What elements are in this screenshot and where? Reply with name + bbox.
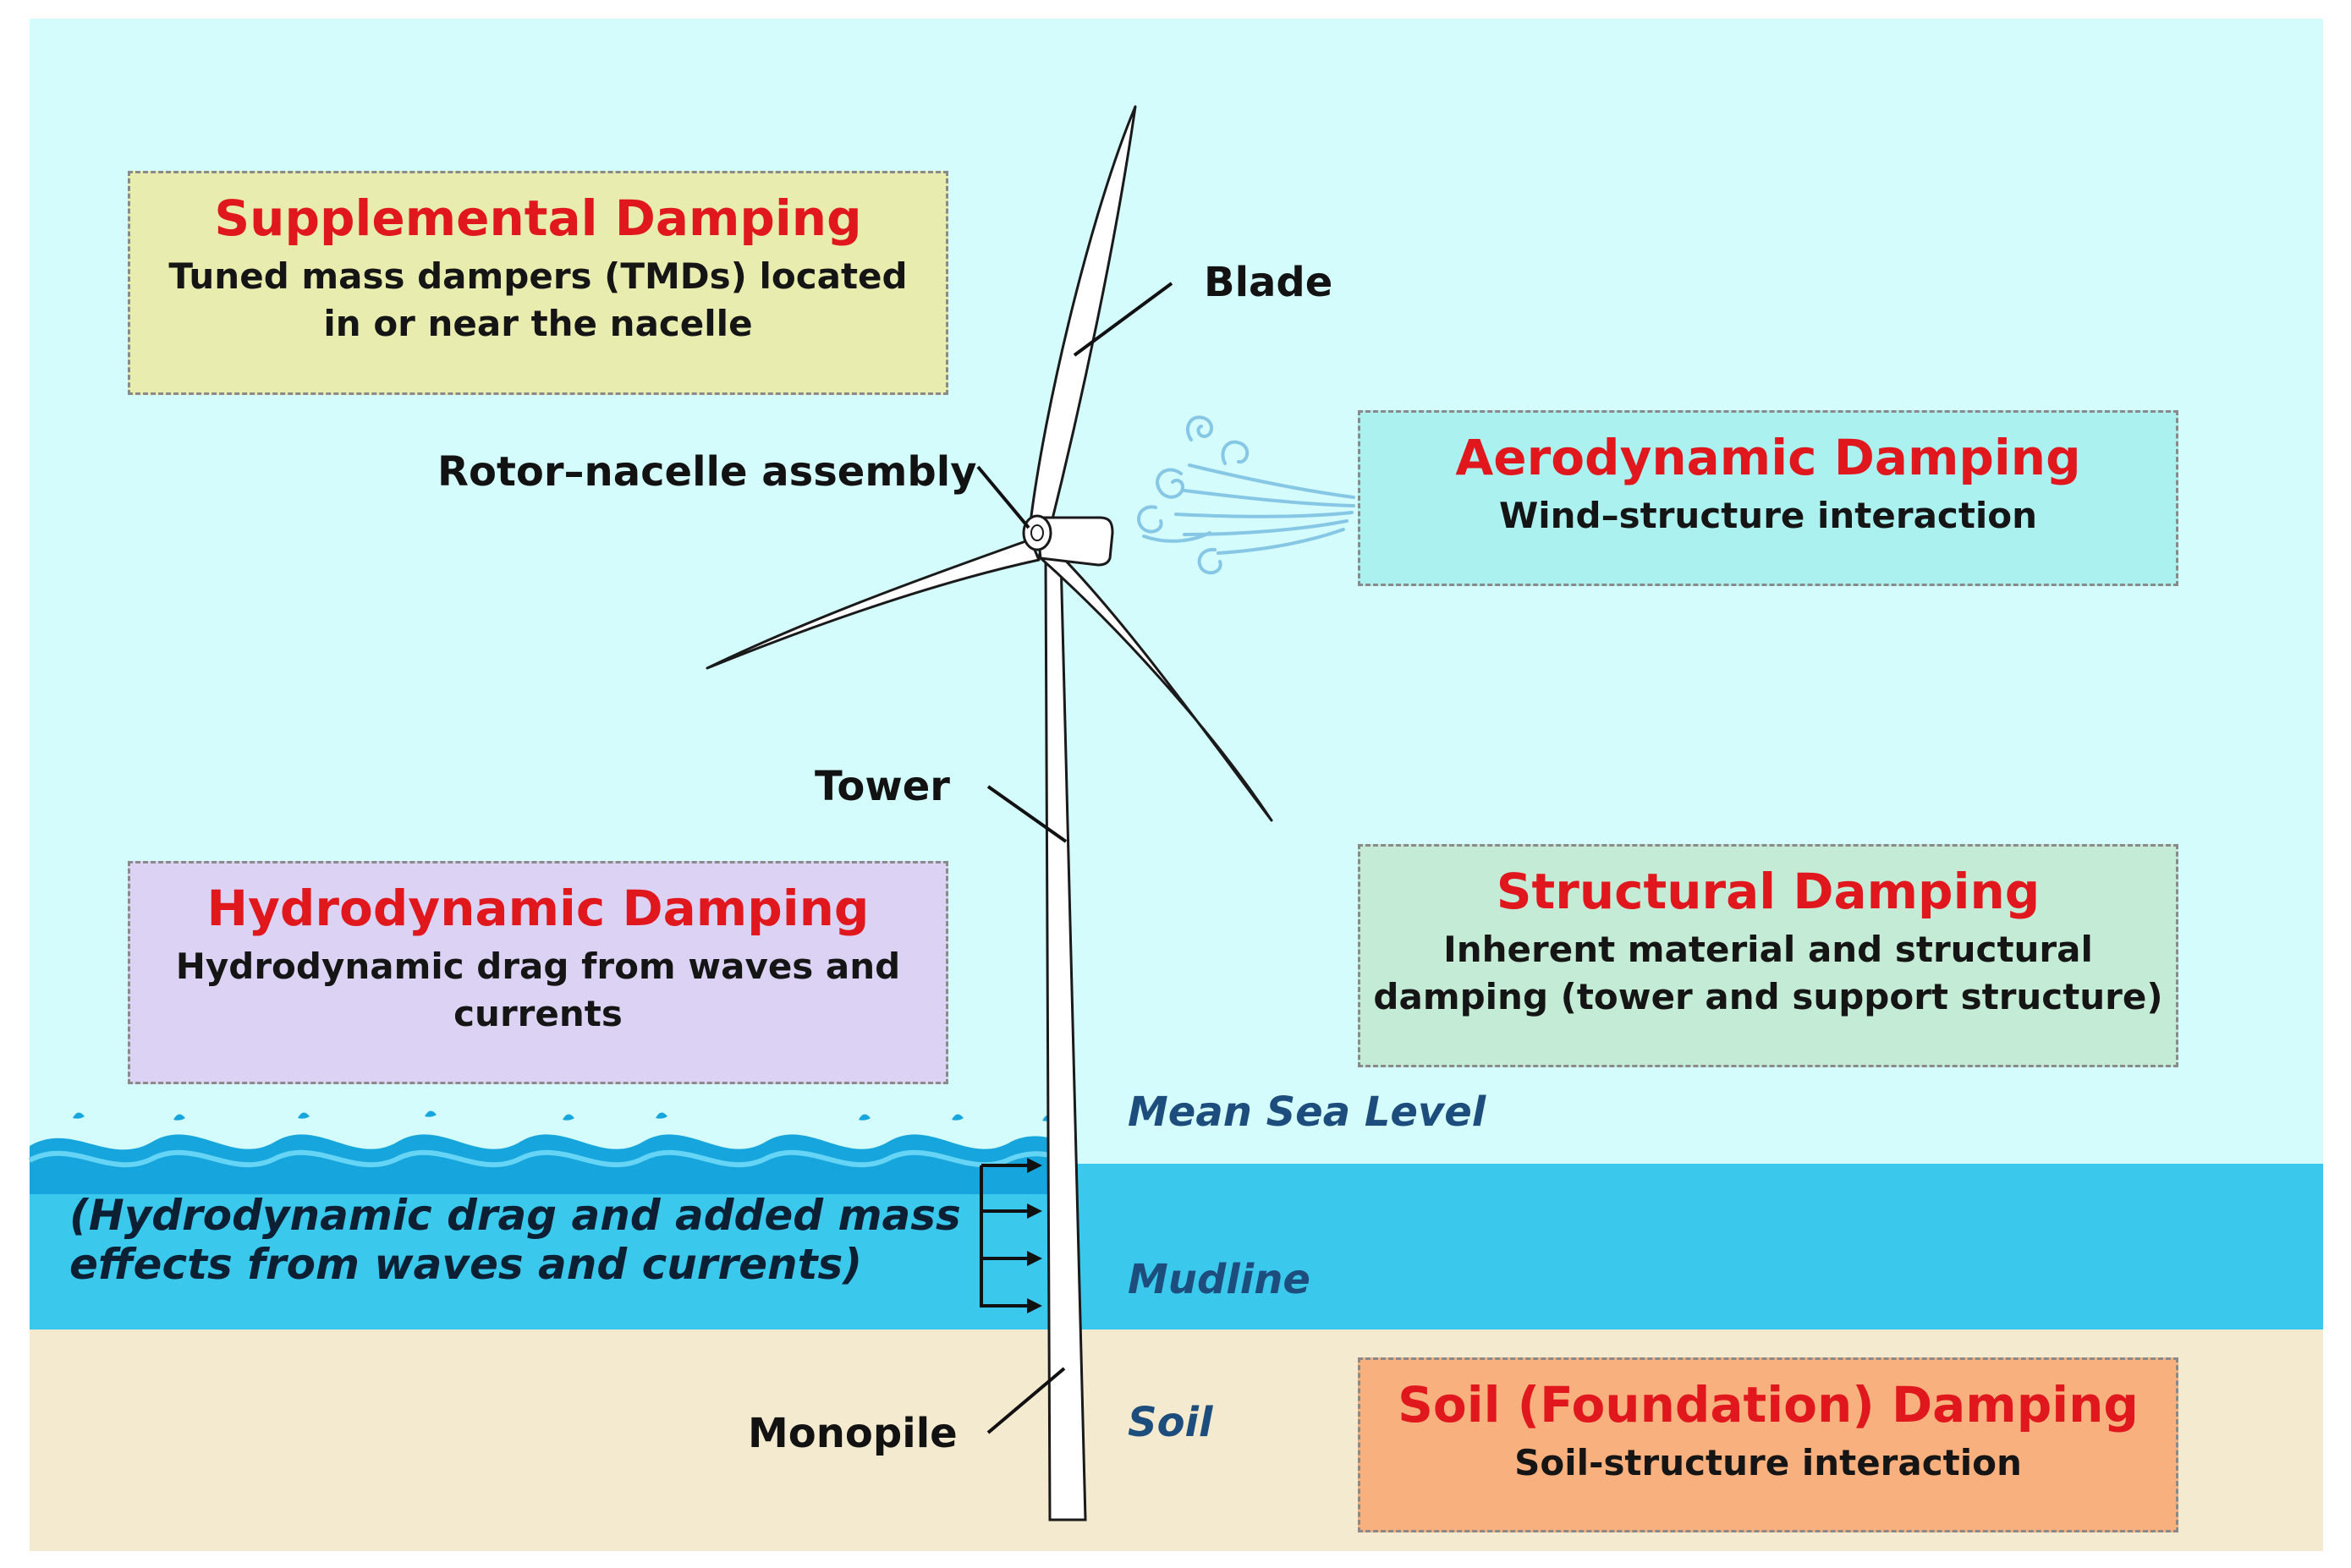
mudline-label: Mudline <box>1128 1256 1310 1303</box>
structural-damping-box: Structural Damping Inherent material and… <box>1358 844 2178 1067</box>
tower-label: Tower <box>815 763 950 810</box>
mean-sea-level-label: Mean Sea Level <box>1128 1088 1486 1136</box>
hydrodynamic-line-1: Hydrodynamic drag from waves and <box>175 946 901 987</box>
supplemental-damping-description: Tuned mass dampers (TMDs) located in or … <box>130 253 946 348</box>
nacelle <box>1035 516 1114 567</box>
hydrodynamic-line-2: currents <box>453 993 623 1034</box>
aerodynamic-line-1: Wind–structure interaction <box>1498 495 2038 536</box>
water-note-line-2: effects from waves and currents) <box>69 1240 863 1289</box>
monopile-leader <box>986 1367 1066 1434</box>
structural-damping-description: Inherent material and structural damping… <box>1360 926 2176 1021</box>
wind-gust-icon <box>1137 415 1355 575</box>
soil-damping-box: Soil (Foundation) Damping Soil-structure… <box>1358 1357 2178 1532</box>
tower-leader <box>986 785 1068 843</box>
structural-line-2: damping (tower and support structure) <box>1373 976 2163 1017</box>
soil-level-label: Soil <box>1128 1399 1213 1446</box>
structural-damping-title: Structural Damping <box>1496 863 2041 920</box>
supplemental-line-2: in or near the nacelle <box>323 303 753 344</box>
rotor-leader <box>976 465 1030 529</box>
rotor-nacelle-label: Rotor–nacelle assembly <box>437 448 977 496</box>
water-note-line-1: (Hydrodynamic drag and added mass <box>69 1191 961 1240</box>
aerodynamic-damping-title: Aerodynamic Damping <box>1455 429 2081 486</box>
hydrodynamic-damping-description: Hydrodynamic drag from waves and current… <box>130 943 946 1038</box>
turbine-blades <box>706 105 1273 822</box>
soil-line-1: Soil-structure interaction <box>1514 1442 2022 1483</box>
waves-icon <box>28 1110 1067 1194</box>
supplemental-line-1: Tuned mass dampers (TMDs) located <box>168 255 908 297</box>
hydrodynamic-effects-note: (Hydrodynamic drag and added mass effect… <box>69 1191 983 1289</box>
supplemental-damping-box: Supplemental Damping Tuned mass dampers … <box>128 171 948 395</box>
hydrodynamic-damping-title: Hydrodynamic Damping <box>206 880 870 937</box>
supplemental-damping-title: Supplemental Damping <box>214 189 862 247</box>
structural-line-1: Inherent material and structural <box>1443 929 2093 970</box>
blade-label: Blade <box>1204 259 1333 306</box>
arrow-right-icon <box>980 1164 1030 1308</box>
blade-leader <box>1073 282 1173 357</box>
leader-lines <box>976 282 1173 1434</box>
soil-damping-title: Soil (Foundation) Damping <box>1398 1376 2139 1434</box>
aerodynamic-damping-box: Aerodynamic Damping Wind–structure inter… <box>1358 410 2178 586</box>
hydrodynamic-damping-box: Hydrodynamic Damping Hydrodynamic drag f… <box>128 861 948 1084</box>
arrowheads <box>1027 1158 1042 1313</box>
monopile-label: Monopile <box>748 1410 958 1457</box>
